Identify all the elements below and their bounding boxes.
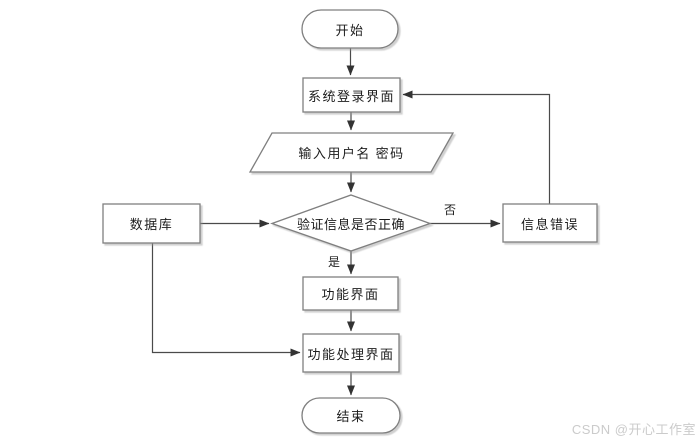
login-node-label: 系统登录界面 [307, 88, 395, 104]
end-node-label: 结束 [336, 409, 366, 424]
edge-database-processing [151, 243, 301, 357]
verify-node-label: 验证信息是否正确 [296, 216, 405, 232]
function-process-shape [302, 276, 399, 311]
nodes-group [102, 9, 598, 434]
database-node-label: 数据库 [129, 217, 174, 232]
processing-node-label: 功能处理界面 [307, 346, 395, 362]
error-process-shape [502, 203, 598, 243]
edge-label-no: 否 [443, 203, 456, 217]
login-process-shape [302, 77, 401, 113]
database-process-shape [102, 203, 201, 244]
processing-process-shape [302, 333, 400, 373]
edge-error-login-feedback [402, 90, 551, 204]
csdn-watermark: CSDN @开心工作室 [571, 422, 696, 437]
end-terminator-shape [301, 397, 401, 434]
error-node-label: 信息错误 [520, 216, 579, 232]
input-node-label: 输入用户名 密码 [298, 146, 405, 161]
start-node-label: 开始 [335, 22, 365, 38]
function-node-label: 功能界面 [321, 287, 380, 302]
input-parallelogram-shape [248, 132, 455, 173]
edges-group [151, 48, 551, 396]
verify-decision-shape [270, 194, 432, 252]
start-terminator-shape [301, 9, 399, 49]
edge-label-yes: 是 [327, 255, 340, 269]
